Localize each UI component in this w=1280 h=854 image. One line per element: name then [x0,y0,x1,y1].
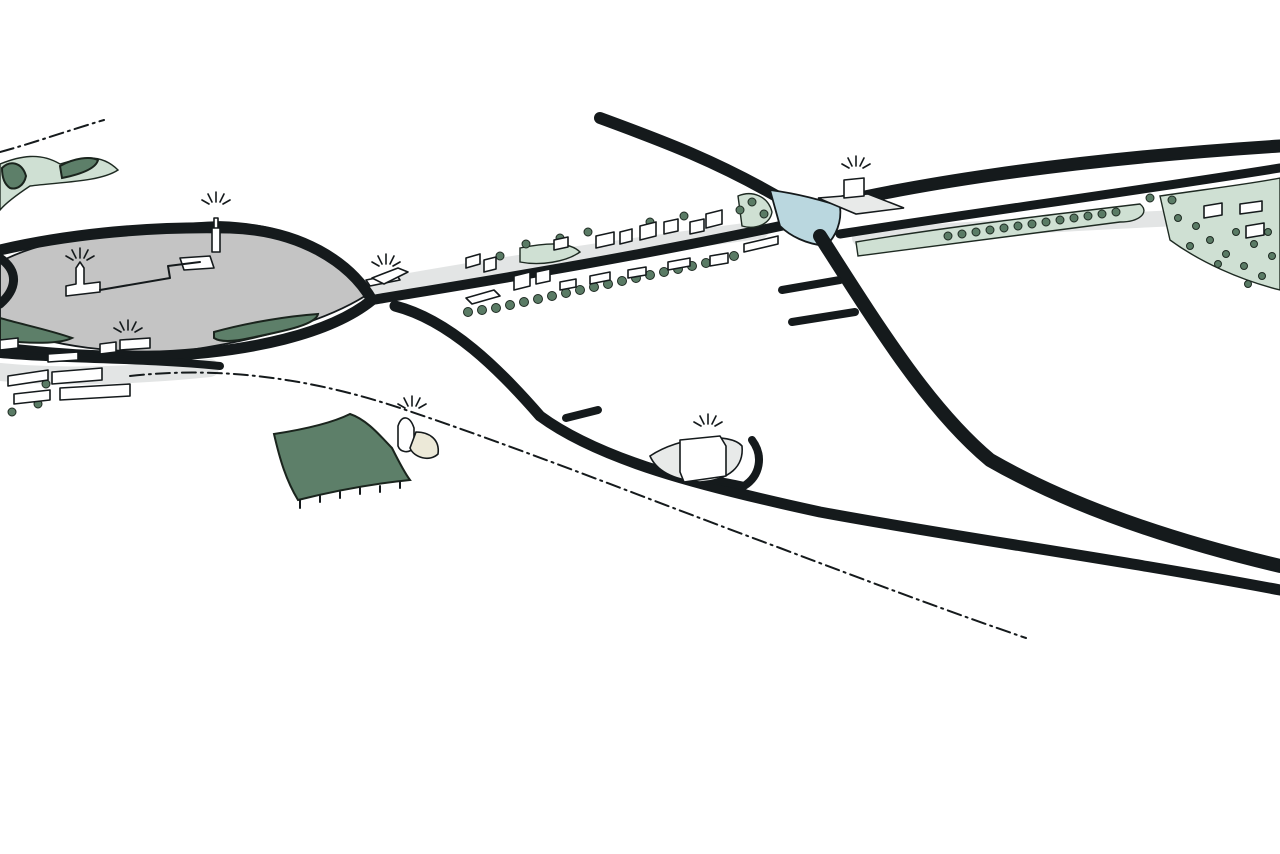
canal-junction [768,188,859,326]
attention-markers [65,155,871,427]
border-line-south [129,371,1027,639]
attention-rays-icon [397,395,427,409]
central-green [519,243,582,265]
landmarks [65,177,905,483]
west-village [0,337,131,405]
attention-rays-icon [841,155,871,169]
north-pavilion [371,267,409,285]
south-canal [389,300,1280,596]
polder-building [649,435,743,483]
west-lower-canal [0,350,224,370]
attention-rays-icon [371,253,401,267]
east-village [1203,200,1265,239]
dash-dot-border-line [0,119,1027,639]
town-east-woodland [213,312,320,342]
east-diagonal-canal [813,229,1280,573]
border-line-north [0,119,105,153]
central-village [465,209,779,305]
waterways [0,112,1280,596]
north-tree-row [495,197,769,261]
east-tree-row [943,193,1177,241]
north-west-woodland-2 [58,157,100,180]
woodland-square [272,412,412,502]
church [65,261,201,297]
north-west-woodland [0,162,28,190]
attention-rays-icon [65,247,95,261]
attention-rays-icon [693,413,723,427]
buildings [0,200,1265,405]
woodland-block [272,412,412,509]
village-green [737,193,773,228]
canal-cross-monument [817,177,905,215]
north-branch [594,112,796,210]
east-orchard [1174,214,1276,288]
town-harbour [99,337,151,355]
attention-rays-icon [113,319,143,333]
woodland-monument [397,417,440,460]
attention-rays-icon [201,191,231,205]
main-canal [367,219,795,305]
